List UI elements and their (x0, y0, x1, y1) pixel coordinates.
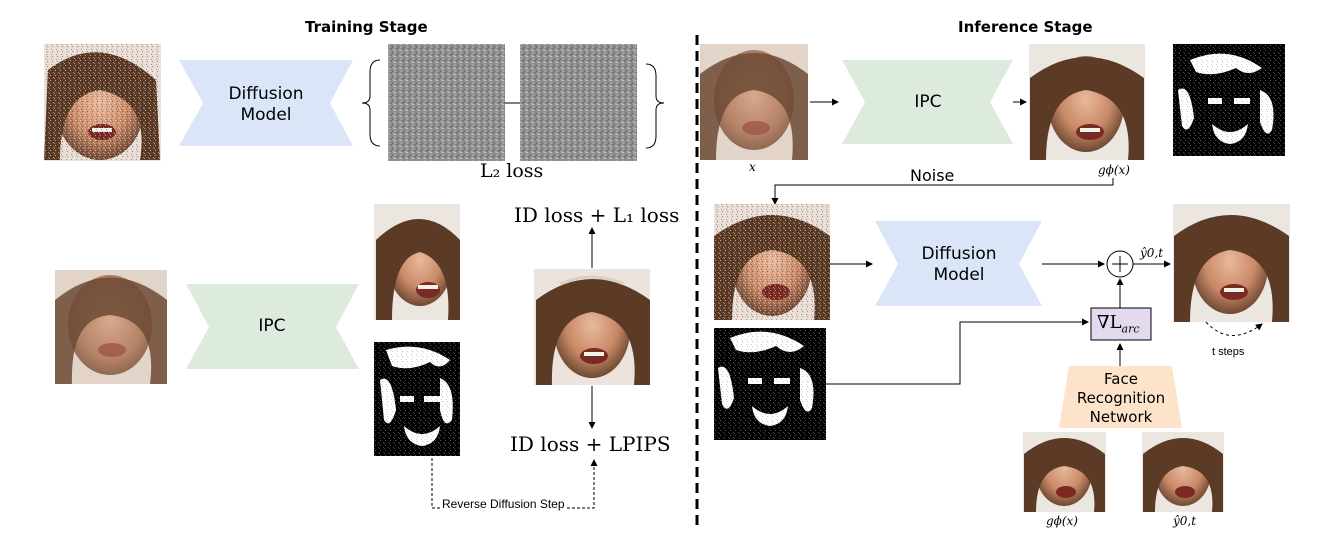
train-blurry-face-image (55, 270, 167, 384)
infer-blurry-input-image (700, 44, 808, 160)
diffusion-label-line2: Model (240, 105, 292, 125)
x-label: x (749, 160, 756, 174)
t-steps-loop (1205, 321, 1263, 336)
grad-arc-box (1090, 307, 1152, 341)
noise-image-2 (520, 44, 637, 161)
grad-symbol: ∇L (1097, 312, 1122, 333)
y-hat-label: ŷ0,t (1140, 246, 1164, 260)
infer-ipc-output-image (1029, 44, 1145, 160)
reverse-diffusion-label: Reverse Diffusion Step (440, 497, 567, 511)
train-ipc-shape (186, 284, 359, 369)
l2-loss-label: L₂ loss (480, 160, 544, 182)
infer-diffusion-model-label: Diffusion Model (898, 244, 1020, 286)
infer-output-image (1173, 204, 1290, 322)
arrow-mask-to-grad (826, 318, 1089, 385)
grad-subscript: arc (1121, 322, 1140, 336)
noise-arrow (771, 178, 1114, 205)
t-steps-label: t steps (1212, 346, 1245, 358)
infer-noisy-image (714, 204, 830, 320)
infer-ipc-shape (842, 60, 1013, 144)
infer-bottom-g-image (1023, 432, 1106, 512)
infer-mask-bottom-image (714, 328, 826, 440)
bottom-g-label: gϕ(x) (1046, 514, 1078, 528)
inference-stage-title: Inference Stage (958, 18, 1093, 36)
g-phi-label: gϕ(x) (1098, 163, 1130, 177)
infer-mask-top-image (1173, 44, 1285, 156)
train-clean-face-image (374, 204, 460, 320)
face-rec-line2: Recognition (1076, 389, 1166, 407)
bottom-loss-label: ID loss + LPIPS (510, 432, 671, 456)
face-rec-line3: Network (1089, 408, 1153, 426)
grad-arc-label: ∇Larc (1097, 312, 1140, 336)
left-brace (361, 59, 381, 147)
infer-diffusion-model-shape (875, 221, 1042, 306)
face-recognition-shape (1059, 366, 1182, 428)
noise-label: Noise (910, 166, 955, 185)
train-noisy-face-image (44, 44, 161, 161)
face-rec-line1: Face (1104, 370, 1138, 388)
train-ipc-label: IPC (258, 316, 286, 336)
face-recognition-label: Face Recognition Network (1066, 370, 1176, 427)
train-mask-image (374, 342, 460, 456)
training-stage-title: Training Stage (305, 18, 428, 36)
infer-diffusion-line1: Diffusion (921, 244, 997, 264)
train-diffusion-model-label: Diffusion Model (203, 84, 329, 126)
infer-bottom-y-image (1142, 432, 1224, 512)
noise-image-1 (388, 44, 505, 161)
train-diffusion-model-shape (179, 60, 353, 146)
infer-diffusion-line2: Model (933, 265, 985, 285)
right-brace (645, 63, 665, 149)
bottom-y-label: ŷ0,t (1173, 514, 1197, 528)
top-loss-label: ID loss + L₁ loss (514, 203, 680, 227)
diffusion-label-line1: Diffusion (228, 84, 304, 104)
infer-ipc-label: IPC (914, 92, 942, 112)
train-reverse-output-image (534, 269, 650, 385)
